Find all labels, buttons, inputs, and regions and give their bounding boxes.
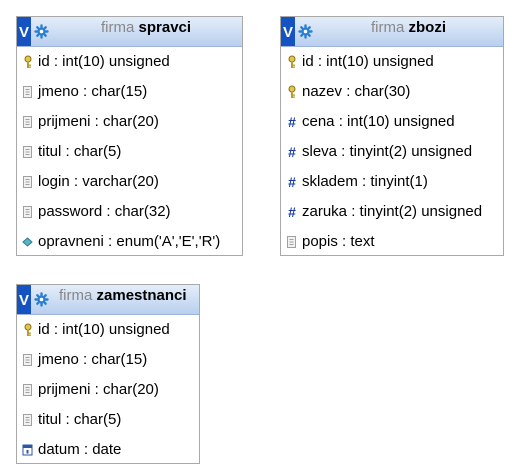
database-name: firma	[59, 287, 93, 304]
text-field-icon	[286, 235, 298, 249]
column-list: id : int(10) unsigned nazev : char(30) # ce…	[281, 47, 503, 257]
column-row[interactable]: id : int(10) unsigned	[281, 47, 503, 77]
column-row[interactable]: # skladem : tinyint(1)	[281, 167, 503, 197]
column-row[interactable]: id : int(10) unsigned	[17, 315, 199, 345]
table-name: zbozi	[408, 19, 447, 36]
key-icon	[22, 55, 34, 69]
column-row[interactable]: jmeno : char(15)	[17, 345, 199, 375]
table-title: firma zamestnanci	[59, 285, 187, 307]
table-title: firma zbozi	[371, 17, 446, 39]
enum-icon	[22, 235, 34, 249]
column-label: cena : int(10) unsigned	[302, 113, 455, 130]
column-label: zaruka : tinyint(2) unsigned	[302, 203, 483, 220]
text-field-icon	[22, 383, 34, 397]
column-label: prijmeni : char(20)	[38, 113, 159, 130]
database-name: firma	[371, 19, 405, 36]
key-icon	[286, 85, 298, 99]
column-row[interactable]: jmeno : char(15)	[17, 77, 242, 107]
database-name: firma	[101, 19, 135, 36]
column-label: jmeno : char(15)	[38, 351, 148, 368]
text-field-icon	[22, 115, 34, 129]
column-label: password : char(32)	[38, 203, 171, 220]
table-spravci[interactable]: V firma spravci id : int(10) unsigned jme…	[16, 16, 243, 256]
table-header[interactable]: V firma zamestnanci	[17, 285, 199, 315]
key-icon	[286, 55, 298, 69]
numeric-icon: #	[288, 144, 296, 160]
column-label: prijmeni : char(20)	[38, 381, 159, 398]
column-row[interactable]: popis : text	[281, 227, 503, 257]
numeric-icon: #	[288, 174, 296, 190]
table-title: firma spravci	[101, 17, 191, 39]
column-list: id : int(10) unsigned jmeno : char(15) pri…	[17, 47, 242, 257]
table-header[interactable]: V firma spravci	[17, 17, 242, 47]
text-field-icon	[22, 85, 34, 99]
column-label: nazev : char(30)	[302, 83, 411, 100]
gear-icon[interactable]	[34, 24, 49, 39]
key-icon	[22, 323, 34, 337]
text-field-icon	[22, 175, 34, 189]
column-row[interactable]: datum : date	[17, 435, 199, 465]
toggle-visibility-button[interactable]: V	[17, 17, 31, 46]
table-name: zamestnanci	[96, 287, 187, 304]
column-row[interactable]: # cena : int(10) unsigned	[281, 107, 503, 137]
text-field-icon	[22, 145, 34, 159]
column-row[interactable]: # zaruka : tinyint(2) unsigned	[281, 197, 503, 227]
column-label: opravneni : enum('A','E','R')	[38, 233, 221, 250]
column-label: titul : char(5)	[38, 411, 122, 428]
table-name: spravci	[138, 19, 192, 36]
column-label: sleva : tinyint(2) unsigned	[302, 143, 473, 160]
column-row[interactable]: opravneni : enum('A','E','R')	[17, 227, 242, 257]
text-field-icon	[22, 413, 34, 427]
column-row[interactable]: titul : char(5)	[17, 137, 242, 167]
column-row[interactable]: password : char(32)	[17, 197, 242, 227]
column-label: id : int(10) unsigned	[38, 321, 170, 338]
column-label: skladem : tinyint(1)	[302, 173, 428, 190]
text-field-icon	[22, 205, 34, 219]
gear-icon[interactable]	[298, 24, 313, 39]
column-label: id : int(10) unsigned	[302, 53, 434, 70]
gear-icon[interactable]	[34, 292, 49, 307]
numeric-icon: #	[288, 204, 296, 220]
column-label: jmeno : char(15)	[38, 83, 148, 100]
column-row[interactable]: id : int(10) unsigned	[17, 47, 242, 77]
column-row[interactable]: # sleva : tinyint(2) unsigned	[281, 137, 503, 167]
column-label: datum : date	[38, 441, 122, 458]
column-row[interactable]: login : varchar(20)	[17, 167, 242, 197]
table-zamestnanci[interactable]: V firma zamestnanci id : int(10) unsigne…	[16, 284, 200, 464]
column-row[interactable]: prijmeni : char(20)	[17, 107, 242, 137]
column-row[interactable]: nazev : char(30)	[281, 77, 503, 107]
column-label: titul : char(5)	[38, 143, 122, 160]
date-icon	[22, 443, 34, 457]
column-label: popis : text	[302, 233, 375, 250]
column-row[interactable]: titul : char(5)	[17, 405, 199, 435]
column-label: id : int(10) unsigned	[38, 53, 170, 70]
table-zbozi[interactable]: V firma zbozi id : int(10) unsigned nazev…	[280, 16, 504, 256]
column-label: login : varchar(20)	[38, 173, 159, 190]
toggle-visibility-button[interactable]: V	[17, 285, 31, 314]
numeric-icon: #	[288, 114, 296, 130]
column-list: id : int(10) unsigned jmeno : char(15) pri…	[17, 315, 199, 465]
text-field-icon	[22, 353, 34, 367]
toggle-visibility-button[interactable]: V	[281, 17, 295, 46]
column-row[interactable]: prijmeni : char(20)	[17, 375, 199, 405]
table-header[interactable]: V firma zbozi	[281, 17, 503, 47]
